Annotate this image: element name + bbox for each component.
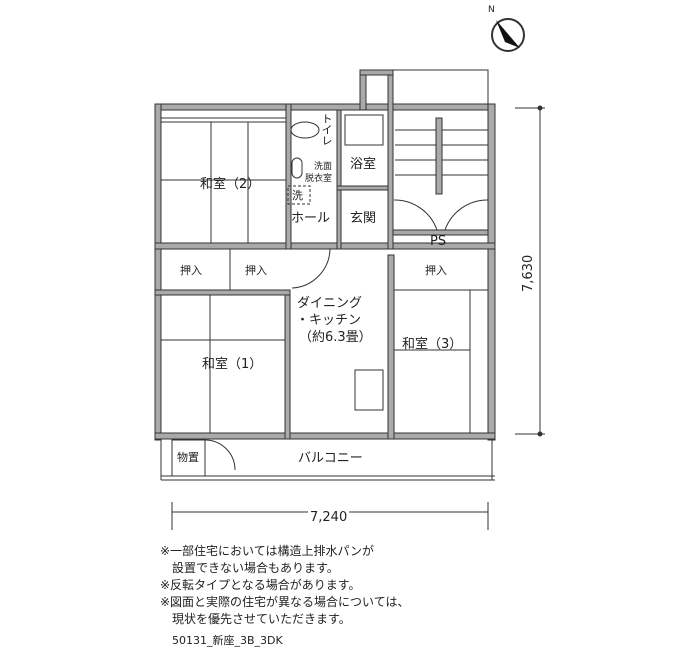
room-toilet: トイレ xyxy=(320,113,333,146)
room-ps: PS xyxy=(430,234,447,249)
room-dk-2: ・キッチン xyxy=(296,313,362,328)
walls xyxy=(154,69,496,441)
closet-c: 押入 xyxy=(425,264,447,277)
note-line: 設置できない場合もあります。 xyxy=(160,561,339,575)
notes: ※一部住宅においては構造上排水パンが 設置できない場合もあります。 ※反転タイプ… xyxy=(160,543,409,628)
plan-code: 50131_新座_3B_3DK xyxy=(172,634,283,647)
compass-label: N xyxy=(488,5,495,15)
room-bath: 浴室 xyxy=(350,157,377,172)
width-dimension: 7,240 xyxy=(308,510,350,525)
room-dk-3: （約6.3畳） xyxy=(299,330,372,345)
compass-icon xyxy=(491,18,525,52)
room-washitsu1: 和室（1） xyxy=(202,357,263,372)
closet-a: 押入 xyxy=(180,264,202,277)
room-washitsu2: 和室（2） xyxy=(200,177,261,192)
room-storage: 物置 xyxy=(177,451,199,464)
room-datsui: 脱衣室 xyxy=(305,174,333,184)
note-line: ※反転タイプとなる場合があります。 xyxy=(160,578,361,592)
room-hall: ホール xyxy=(291,211,331,226)
room-balcony: バルコニー xyxy=(298,451,363,466)
washer-space: 洗 xyxy=(292,189,303,202)
room-dk-1: ダイニング xyxy=(297,296,363,311)
room-washitsu3: 和室（3） xyxy=(402,337,463,352)
room-senmen: 洗面 xyxy=(314,162,333,172)
room-genkan: 玄関 xyxy=(350,211,377,226)
closet-b: 押入 xyxy=(245,264,267,277)
note-line: ※一部住宅においては構造上排水パンが xyxy=(160,544,375,558)
note-line: ※図面と実際の住宅が異なる場合については、 xyxy=(160,595,410,609)
note-line: 現状を優先させていただきます。 xyxy=(160,612,351,626)
height-dimension: 7,630 xyxy=(521,254,536,292)
